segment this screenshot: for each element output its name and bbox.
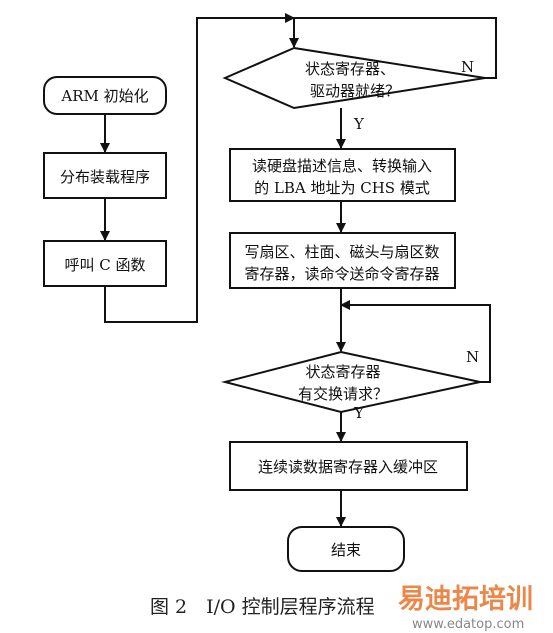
- decision-drive-ready: [222, 46, 486, 110]
- decision-exchange-request-line1: 状态寄存器: [305, 363, 380, 381]
- write-registers-line1: 写扇区、柱面、磁头与扇区数: [244, 243, 439, 261]
- decision-drive-ready-yes: Y: [353, 115, 365, 133]
- watermark-logo-text: 易迪拓培训: [398, 584, 533, 615]
- read-disk-info-line2: 的 LBA 地址为 CHS 模式: [254, 179, 430, 197]
- write-registers-line2: 寄存器，读命令送命令寄存器: [244, 265, 439, 283]
- distribute-load-label: 分布装载程序: [60, 168, 150, 186]
- decision-exchange-request-line2: 有交换请求？: [298, 385, 388, 403]
- read-disk-info-line1: 读硬盘描述信息、转换输入: [252, 157, 432, 175]
- watermark-url: www.edatop.com: [412, 617, 524, 632]
- distribute-load-box: [43, 152, 167, 199]
- end-label: 结束: [331, 541, 361, 559]
- connector-decision2-no-loop: [340, 300, 491, 383]
- read-disk-info-box: [229, 148, 456, 202]
- decision-drive-ready-no: N: [461, 58, 474, 76]
- decision-drive-ready-line1: 状态寄存器、: [305, 60, 395, 78]
- read-data-to-buffer-label: 连续读数据寄存器入缓冲区: [258, 458, 438, 476]
- start-label: ARM 初始化: [60, 87, 148, 105]
- decision-drive-ready-line2: 驱动器就绪？: [310, 82, 400, 100]
- figure-caption: 图 2 I/O 控制层程序流程: [150, 596, 375, 618]
- decision-exchange-request-no: N: [466, 348, 479, 366]
- read-data-to-buffer-box: [229, 441, 468, 491]
- decision-exchange-request-yes: Y: [353, 404, 365, 422]
- write-registers-box: [229, 232, 456, 289]
- connector-decision1-no-loop: [294, 17, 497, 79]
- decision-exchange-request: [221, 350, 481, 414]
- call-c-function-label: 呼叫 C 函数: [64, 256, 145, 274]
- connector-left-to-top: [104, 13, 295, 323]
- end-terminal: [287, 526, 405, 572]
